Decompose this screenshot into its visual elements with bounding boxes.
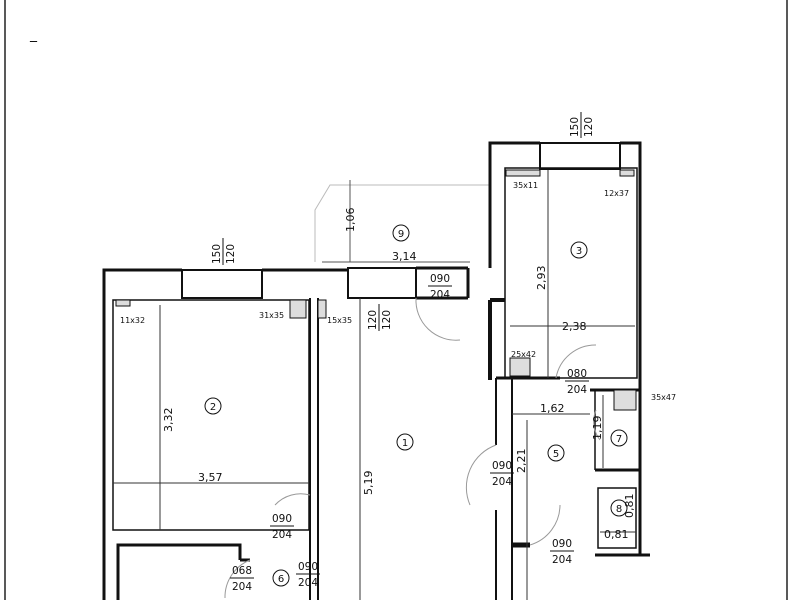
dimension-lines (113, 170, 636, 600)
door-6-width: 068 (232, 565, 252, 577)
door-3-height: 204 (492, 476, 512, 488)
dim-519: 5,19 (362, 471, 375, 496)
door-label-3: 090 204 (490, 460, 514, 488)
room-circles (204, 224, 628, 587)
dim-106: 1,06 (344, 208, 357, 233)
door-4-width: 090 (272, 513, 292, 525)
column-11x32: 11x32 (120, 316, 145, 325)
column-15x35: 15x35 (327, 316, 352, 325)
dim-293: 2,93 (535, 266, 548, 291)
dim-081-horizontal: 0,81 (604, 528, 629, 541)
door-label-6: 068 204 (230, 565, 254, 593)
walls (102, 141, 650, 600)
column-31x35: 31x35 (259, 311, 284, 320)
dim-314: 3,14 (392, 250, 417, 263)
room-5-label: 5 (553, 449, 559, 460)
column-25x42: 25x42 (511, 350, 536, 359)
room-8-label: 8 (616, 504, 622, 515)
door-1-width: 090 (430, 273, 450, 285)
window-left-width: 150 (211, 244, 223, 264)
room-1-label: 1 (402, 438, 408, 449)
dim-357: 3,57 (198, 471, 223, 484)
columns (115, 169, 637, 411)
window-left-height: 120 (225, 244, 237, 264)
corner-mark: ‾ (29, 40, 38, 56)
door-label-7: 090 204 (296, 561, 320, 589)
door-4-height: 204 (272, 529, 292, 541)
window-mid-height: 120 (381, 310, 393, 330)
door-label-2: 080 204 (565, 368, 589, 396)
door-5-width: 090 (552, 538, 572, 550)
door-label-1: 090 204 (428, 273, 452, 301)
door-3-width: 090 (492, 460, 512, 472)
column-35x11: 35x11 (513, 181, 538, 190)
dim-221: 2,21 (515, 449, 528, 474)
window-mid-width: 120 (367, 310, 379, 330)
door-5-height: 204 (552, 554, 572, 566)
room-6-label: 6 (278, 574, 284, 585)
door-2-width: 080 (567, 368, 587, 380)
room-2-label: 2 (210, 402, 216, 413)
dim-081-vertical: 0,81 (623, 494, 636, 519)
door-1-height: 204 (430, 289, 450, 301)
dim-332: 3,32 (162, 408, 175, 433)
balcony-outline (314, 184, 490, 262)
dim-162: 1,62 (540, 402, 565, 415)
door-2-height: 204 (567, 384, 587, 396)
column-12x37: 12x37 (604, 189, 629, 198)
door-arcs (224, 297, 601, 599)
room-7-label: 7 (616, 434, 622, 445)
dim-119: 1,19 (591, 416, 604, 441)
room-9-label: 9 (398, 229, 404, 240)
dim-238: 2,38 (562, 320, 587, 333)
column-35x47: 35x47 (651, 393, 676, 402)
door-7-height: 204 (298, 577, 318, 589)
window-top-height: 120 (583, 117, 595, 137)
door-7-width: 090 (298, 561, 318, 573)
room-3-label: 3 (576, 246, 582, 257)
door-label-4: 090 204 (270, 513, 294, 541)
door-label-5: 090 204 (550, 538, 574, 566)
door-6-height: 204 (232, 581, 252, 593)
window-top-width: 150 (569, 117, 581, 137)
